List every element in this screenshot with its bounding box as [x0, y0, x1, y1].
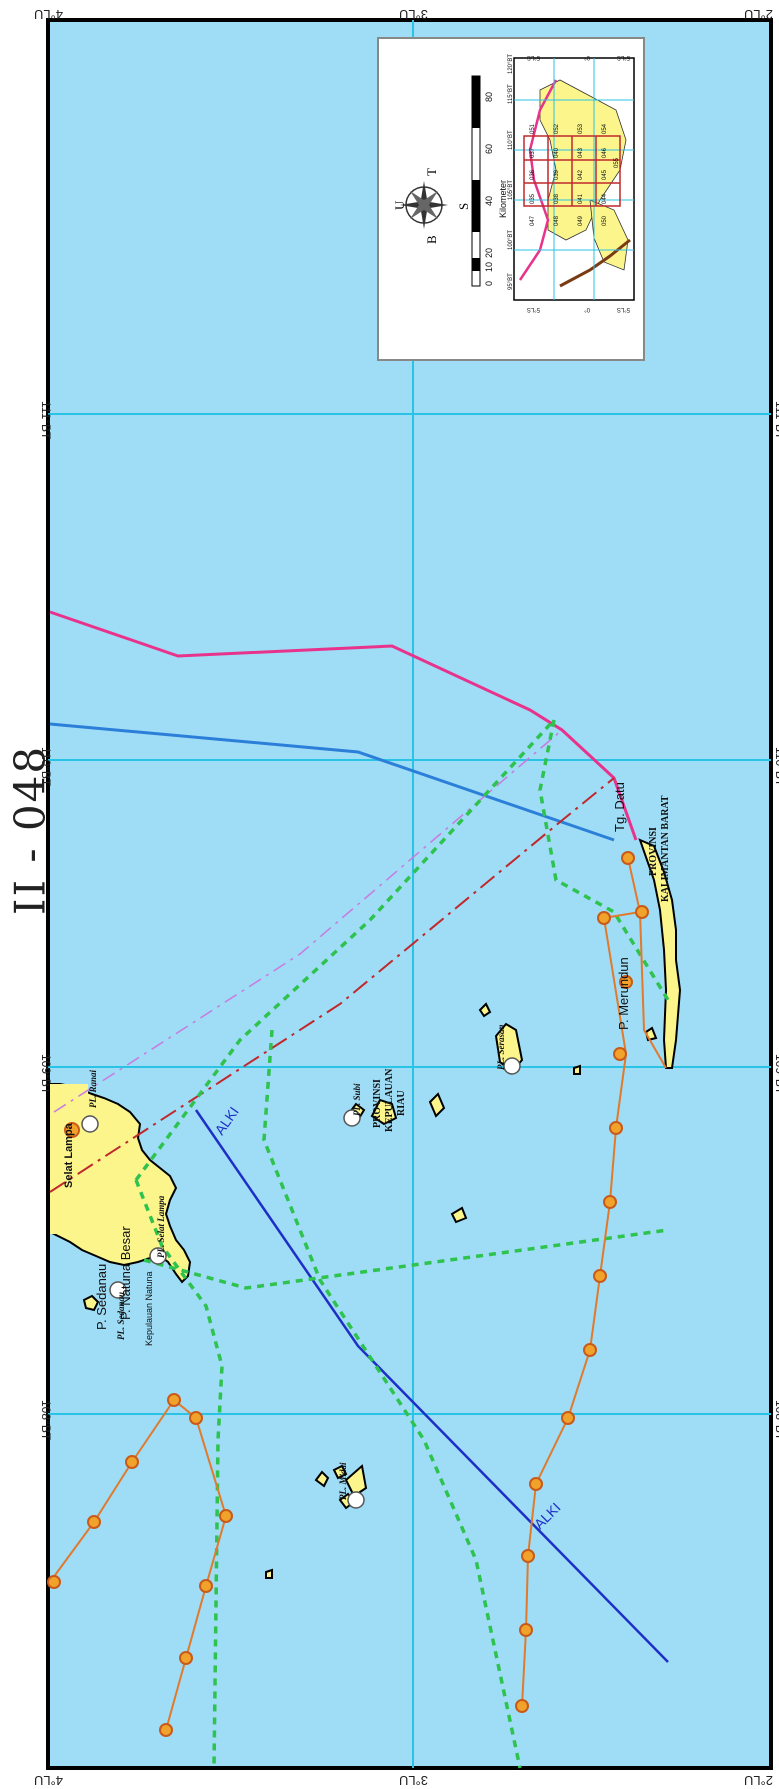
lat-label-3-bottom: 3°LU: [399, 1773, 428, 1788]
sheet-040: 040: [554, 147, 560, 158]
label-pl-subi: PL. Subi: [352, 1083, 362, 1116]
locator-lon-115: 115°BT: [508, 84, 514, 104]
scale-tick-20: 20: [484, 248, 494, 258]
lon-label-111-left: 111°BT: [39, 401, 53, 440]
inset-panel: U S T B 0 10 20 40 60 80 Kilometer: [377, 37, 645, 361]
locator-lat-bottom-left: 5°LS: [527, 306, 540, 312]
label-tg-datu: Tg. Datu: [612, 782, 627, 832]
lat-label-4-top: 4°LU: [34, 7, 63, 22]
sheet-046: 046: [602, 147, 608, 158]
sheet-036: 036: [530, 169, 536, 180]
sheet-039: 039: [554, 169, 560, 180]
kalimantan-coast: [638, 838, 682, 1069]
lon-label-108-left: 108°BT: [39, 1400, 53, 1441]
locator-lon-100: 100°BT: [508, 230, 514, 250]
sheet-043: 043: [578, 147, 584, 158]
lat-label-2-bottom: 2°LU: [744, 1773, 773, 1788]
locator-lon-105: 105°BT: [508, 180, 514, 200]
compass-south: S: [456, 203, 471, 210]
longitude-labels: 108°BT 109°BT 110°BT 111°BT 108°BT 109°B…: [39, 401, 779, 1441]
sheet-045: 045: [602, 169, 608, 180]
sheet-049: 049: [578, 215, 584, 226]
sheet-038: 038: [554, 193, 560, 204]
label-p-sedanau: P. Sedanau: [94, 1264, 109, 1330]
locator-lon-110: 110°BT: [508, 130, 514, 150]
compass-west: B: [424, 235, 439, 244]
locator-lon-95: 95°BT: [508, 273, 514, 290]
latitude-labels: 4°LU 3°LU 2°LU 4°LU 3°LU 2°LU: [34, 7, 773, 1788]
locator-lon-120: 120°BT: [508, 54, 514, 74]
green-dashed-boundaries: [134, 718, 670, 1769]
sheet-047: 047: [530, 215, 536, 226]
locator-lat-top-right: 5°LS: [617, 54, 630, 60]
label-provinsi-kepri-1: PROVINSI: [372, 1079, 383, 1128]
sheet-052: 052: [554, 123, 560, 134]
label-pl-midai: PL. Midai: [338, 1462, 348, 1500]
lon-label-111-right: 111°BT: [773, 401, 779, 440]
scale-tick-40: 40: [484, 196, 494, 206]
compass-rose-icon: [400, 181, 448, 229]
locator-map: 035 036 037 038 039 040 041 042 043 044 …: [508, 54, 635, 312]
locator-lat-bottom-right: 5°LS: [617, 306, 630, 312]
label-pl-sedanau: PL. Sedanau: [116, 1292, 126, 1340]
label-provinsi-kalbar-1: PROVINSI: [648, 827, 659, 876]
baseline-points: [47, 851, 649, 1737]
locator-lat-bottom-mid: 0°: [584, 306, 590, 312]
label-p-natuna-besar: P. Natuna Besar: [118, 1226, 133, 1320]
sheet-055: 055: [614, 157, 620, 168]
scale-bar: [471, 75, 481, 287]
sheet-048: 048: [554, 215, 560, 226]
sheet-044: 044: [602, 193, 608, 204]
label-kepulauan-natuna: Kepulauan Natuna: [144, 1271, 154, 1346]
lat-label-2-top: 2°LU: [744, 7, 773, 22]
boundary-blue: [49, 722, 615, 842]
sheet-051: 051: [530, 123, 536, 134]
lon-label-109-right: 109°BT: [773, 1054, 779, 1095]
scale-tick-0: 0: [484, 281, 494, 286]
sheet-041: 041: [578, 193, 584, 204]
scale-tick-60: 60: [484, 144, 494, 154]
label-selat-lampa: Selat Lampa: [63, 1122, 75, 1188]
sheet-035: 035: [530, 193, 536, 204]
label-pl-selat-lampa: PL. Selat Lampa: [156, 1195, 166, 1258]
lat-label-3-top: 3°LU: [399, 7, 428, 22]
lon-label-110-right: 110°BT: [773, 747, 779, 787]
label-pl-serasan: PL. Serasan: [496, 1024, 506, 1070]
sheet-042: 042: [578, 169, 584, 180]
compass-north: U: [392, 200, 407, 210]
island-sedanau: [82, 1294, 100, 1312]
lat-label-4-bottom: 4°LU: [34, 1773, 63, 1788]
label-provinsi-kepri-2: KEPULAUAN: [384, 1068, 395, 1132]
sheet-050: 050: [602, 215, 608, 226]
scale-tick-10: 10: [484, 262, 494, 272]
sheet-054: 054: [602, 123, 608, 134]
boundary-red-dashdot: [49, 777, 615, 1193]
label-p-merundun: P. Merundun: [616, 957, 631, 1030]
compass-east: T: [424, 168, 439, 176]
locator-lat-top-mid: 0°: [584, 54, 590, 60]
port-markers: [81, 1057, 521, 1509]
scale-tick-80: 80: [484, 92, 494, 102]
selat-lampa-block: [50, 1084, 88, 1234]
sheet-053: 053: [578, 123, 584, 134]
label-provinsi-kepri-3: RIAU: [396, 1090, 407, 1116]
scale-unit: Kilometer: [498, 180, 508, 218]
label-provinsi-kalbar-2: KALIMANTAN BARAT: [660, 795, 671, 902]
locator-lat-top-left: 5°LS: [527, 54, 540, 60]
sheet-037: 037: [530, 147, 536, 158]
label-pl-ranai: PL. Ranai: [88, 1069, 98, 1108]
lon-label-108-right: 108°BT: [773, 1400, 779, 1441]
lon-label-110-left: 110°BT: [39, 747, 53, 787]
alki-line: [194, 1109, 669, 1663]
